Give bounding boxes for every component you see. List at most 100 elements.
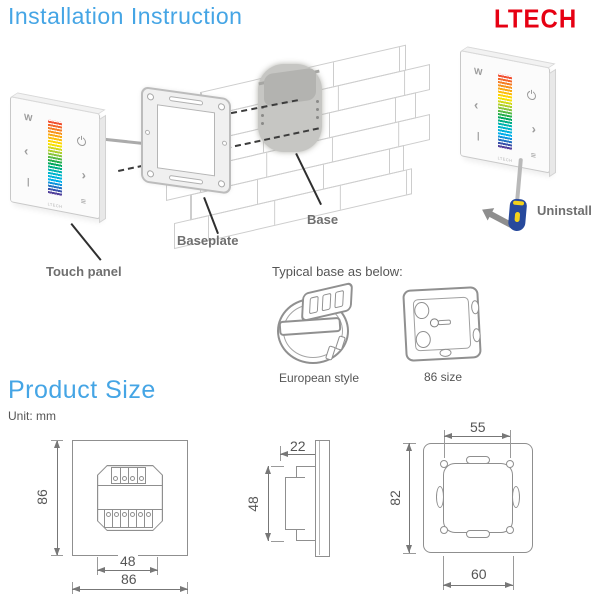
base-label: Base [307, 212, 339, 227]
base-dot [316, 100, 319, 103]
ext-line [271, 541, 284, 542]
typical-base-heading: Typical base as below: [272, 264, 403, 279]
baseplate-hole [145, 129, 150, 136]
dim-front-height: 86 [33, 487, 50, 507]
mount-hole [506, 526, 514, 534]
base-box [258, 64, 322, 152]
dim-line-hole-spacing [444, 433, 510, 439]
white-channel-icon: W [24, 111, 33, 124]
screw-hole [147, 92, 154, 101]
dim-front-width: 86 [119, 571, 139, 587]
mount-hole [440, 526, 448, 534]
ext-line [51, 555, 63, 556]
brightness-icon: | [477, 130, 480, 141]
terminal-block-top [111, 467, 146, 484]
box-hole [472, 328, 481, 343]
panel-face: W ‹ › | ≡ LTECH [460, 46, 556, 178]
dim-back-hole-spacing: 55 [468, 419, 488, 435]
prev-icon: ‹ [24, 142, 29, 159]
page-title: Installation Instruction [8, 3, 243, 29]
brightness-icon: | [27, 176, 30, 187]
dim-front-inner-width: 48 [118, 553, 138, 569]
scene-icon: ≡ [530, 149, 536, 161]
product-size-title: Product Size [8, 376, 156, 404]
touch-panel-graphic: W ‹ › | ≡ LTECH [10, 92, 106, 224]
screw-hole [147, 169, 154, 178]
side-slot [436, 486, 444, 508]
dim-line-width [72, 586, 188, 592]
dim-line-inner-width [97, 567, 158, 573]
knockout-slot [334, 289, 344, 309]
dim-back-width: 60 [469, 566, 489, 582]
screw-hole [218, 102, 225, 111]
ext-line [513, 556, 514, 590]
panel-side-face [99, 114, 106, 224]
base-dot [261, 106, 264, 109]
power-icon [527, 90, 536, 101]
base-dot [261, 122, 264, 125]
side-view-glass-line [319, 441, 320, 555]
scene-icon: ≡ [80, 195, 86, 207]
back-view-inner-frame [443, 463, 513, 533]
base-dot [261, 114, 264, 117]
leader-line [70, 223, 102, 261]
panel-side-face [549, 68, 556, 178]
dim-back-height: 82 [386, 488, 403, 508]
baseplate-hole [222, 140, 227, 147]
touch-panel-graphic: W ‹ › | ≡ LTECH [460, 46, 556, 178]
dim-line-height [54, 440, 60, 556]
size86-label: 86 size [423, 370, 463, 384]
color-wheel-strip [48, 119, 62, 197]
baseplate-opening [157, 104, 215, 177]
european-style-label: European style [278, 371, 360, 385]
color-wheel-strip [498, 73, 512, 151]
mount-hole [440, 460, 448, 468]
ext-line [51, 440, 63, 441]
square-box-frame [402, 286, 482, 362]
terminal-block-bottom [104, 509, 153, 528]
baseplate-label: Baseplate [177, 233, 239, 248]
ext-line [403, 553, 416, 554]
uninstall-label: Uninstall [537, 203, 592, 218]
next-icon: › [531, 120, 536, 137]
dim-line-back-height [406, 443, 412, 553]
ltech-logo: LTECH [494, 4, 578, 35]
power-icon [77, 136, 86, 147]
baseplate-graphic [141, 86, 231, 195]
ext-line [444, 430, 445, 458]
terminal [136, 467, 146, 484]
clip-tab [466, 456, 490, 464]
dim-line-body-height [265, 466, 271, 541]
base-dot [316, 108, 319, 111]
box-hole [439, 348, 452, 358]
dim-side-height: 48 [244, 494, 261, 514]
ext-line [271, 466, 284, 467]
screwdriver-handle [507, 198, 528, 232]
terminal [144, 509, 153, 528]
white-channel-icon: W [474, 65, 483, 78]
mount-hole [506, 460, 514, 468]
clip-tab [466, 530, 490, 538]
knockout-slot [309, 295, 319, 315]
dim-line-back-width [443, 582, 513, 588]
box-screw-shaft [437, 319, 452, 326]
ext-line [157, 557, 158, 575]
european-base-graphic [277, 281, 361, 368]
prev-icon: ‹ [474, 96, 479, 113]
size86-base-graphic [398, 282, 488, 368]
ext-line [443, 556, 444, 590]
unit-label: Unit: mm [8, 409, 56, 423]
touch-panel-label: Touch panel [46, 264, 122, 279]
dim-side-depth: 22 [288, 438, 308, 454]
side-slot [512, 486, 520, 508]
base-dot [316, 116, 319, 119]
panel-face: W ‹ › | ≡ LTECH [10, 92, 106, 224]
knockout-slot [321, 292, 332, 312]
housing-line [98, 485, 162, 486]
box-hole [470, 300, 480, 315]
side-view-step [285, 477, 305, 530]
ext-line [97, 557, 98, 575]
next-icon: › [81, 166, 86, 183]
screw-hole [218, 179, 225, 188]
